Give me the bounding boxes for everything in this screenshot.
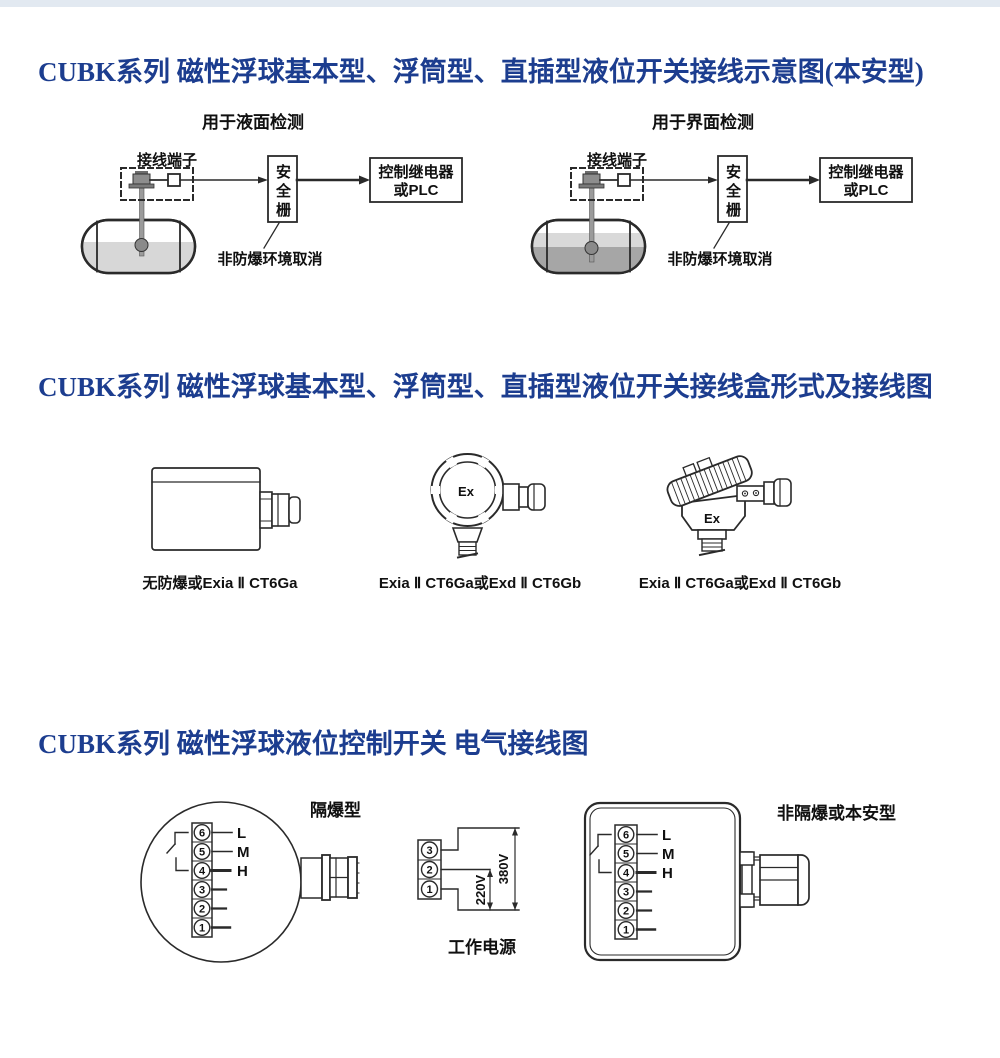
terminal-number: 5 [199,847,205,859]
diagram-caption: 隔爆型 [310,800,361,820]
voltage-label-380: 380V [496,853,511,884]
switch-contact-symbol [589,833,612,874]
relay-label-line2: 或PLC [843,181,888,199]
terminal-number: 5 [623,849,629,861]
terminal-number: 3 [623,887,629,899]
terminal-number: 4 [623,868,630,880]
terminal-block [617,173,631,187]
relay-label-line2: 或PLC [393,181,438,199]
scan-edge [0,0,1000,7]
terminal-number: 6 [623,830,629,842]
wire-label-L: L [662,827,671,844]
relay-label-line1: 控制继电器 [378,163,454,181]
section1-title: CUBK系列 磁性浮球基本型、浮筒型、直插型液位开关接线示意图(本安型) [38,57,924,87]
diagram-caption: 工作电源 [448,937,516,957]
power-supply-diagram: 3 2 1 220V 380V 工作电源 [417,827,520,957]
terminal-block [167,173,181,187]
voltage-dimension-380: 380V [496,827,518,911]
junction-box-plain-label: 无防爆或Exia Ⅱ CT6Ga [142,575,298,592]
cable-gland [259,491,301,529]
nonflameproof-wiring-diagram: 非隔爆或本安型 [583,801,896,962]
terminal-wires [635,833,658,931]
terminal-number: 6 [199,828,205,840]
terminal-number: 3 [199,885,205,897]
terminal-number: 2 [199,904,205,916]
terminal-number: 1 [199,923,205,935]
junction-box-round-label: Exia Ⅱ CT6Ga或Exd Ⅱ CT6Gb [378,575,582,592]
relay-box [369,157,463,203]
cable-gland [739,851,810,908]
junction-box-body [151,467,261,551]
voltage-dimension-220: 220V [473,868,493,911]
ribbed-cap [666,455,753,507]
float-switch [128,171,155,257]
terminal-dashed-box [120,167,194,201]
voltage-label-220: 220V [473,874,488,905]
junction-box-body [430,453,505,527]
surface-detection-diagram: 用于液面检测 接线端子 安全栅 控制继电器 或PLC [80,112,463,275]
wire-label-M: M [237,844,250,861]
terminal-number: 1 [426,884,432,896]
relay-box [819,157,913,203]
float-switch [578,171,605,263]
junction-box-plain [151,467,301,551]
ex-marking: Ex [704,511,721,526]
interface-detection-diagram: 用于界面检测 接线端子 安全栅 控制继电器 或P [530,112,913,275]
terminal-label: 接线端子 [587,151,647,169]
note-label: 非防爆环境取消 [217,250,322,268]
cable-gland [502,483,546,511]
wire-label-L: L [237,825,246,842]
section2-title: CUBK系列 磁性浮球基本型、浮筒型、直插型液位开关接线盒形式及接线图 [38,372,933,402]
cable-gland [300,854,360,901]
ex-marking: Ex [458,484,475,499]
terminal-label: 接线端子 [137,151,197,169]
section3-title: CUBK系列 磁性浮球液位控制开关 电气接线图 [38,729,589,759]
terminal-strip: 3 2 1 [417,839,442,900]
junction-box-angled-ex: Ex [666,455,792,557]
junction-box-round-ex: Ex [430,453,546,559]
relay-label-line1: 控制继电器 [828,163,904,181]
diagram-caption: 用于液面检测 [202,112,304,132]
terminal-number: 1 [623,925,629,937]
safety-barrier-label: 安全栅 [274,163,292,221]
junction-box-angled-label: Exia Ⅱ CT6Ga或Exd Ⅱ CT6Gb [638,575,842,592]
terminal-number: 4 [199,866,206,878]
safety-barrier-box [267,155,298,223]
mounting-bracket [736,485,765,502]
terminal-wires [210,831,233,929]
flameproof-wiring-diagram: 隔爆型 6 5 [140,800,361,963]
wire-label-H: H [237,863,248,880]
wire-label-H: H [662,865,673,882]
switch-contact-symbol [166,831,189,872]
terminal-dashed-box [570,167,644,201]
diagram-caption: 用于界面检测 [652,112,754,132]
safety-barrier-box [717,155,748,223]
terminal-strip: 6 5 4 3 2 1 [614,824,638,940]
power-wires [440,827,520,911]
terminal-number: 3 [426,845,432,857]
note-label: 非防爆环境取消 [667,250,772,268]
terminal-number: 2 [426,865,432,877]
process-connection [451,527,484,559]
terminal-strip: 6 5 4 3 2 1 [191,822,213,938]
terminal-number: 2 [623,906,629,918]
housing-circle [140,801,302,963]
diagram-caption: 非隔爆或本安型 [777,803,896,823]
cable-gland [763,478,792,507]
safety-barrier-label: 安全栅 [724,163,742,221]
wire-label-M: M [662,846,675,863]
